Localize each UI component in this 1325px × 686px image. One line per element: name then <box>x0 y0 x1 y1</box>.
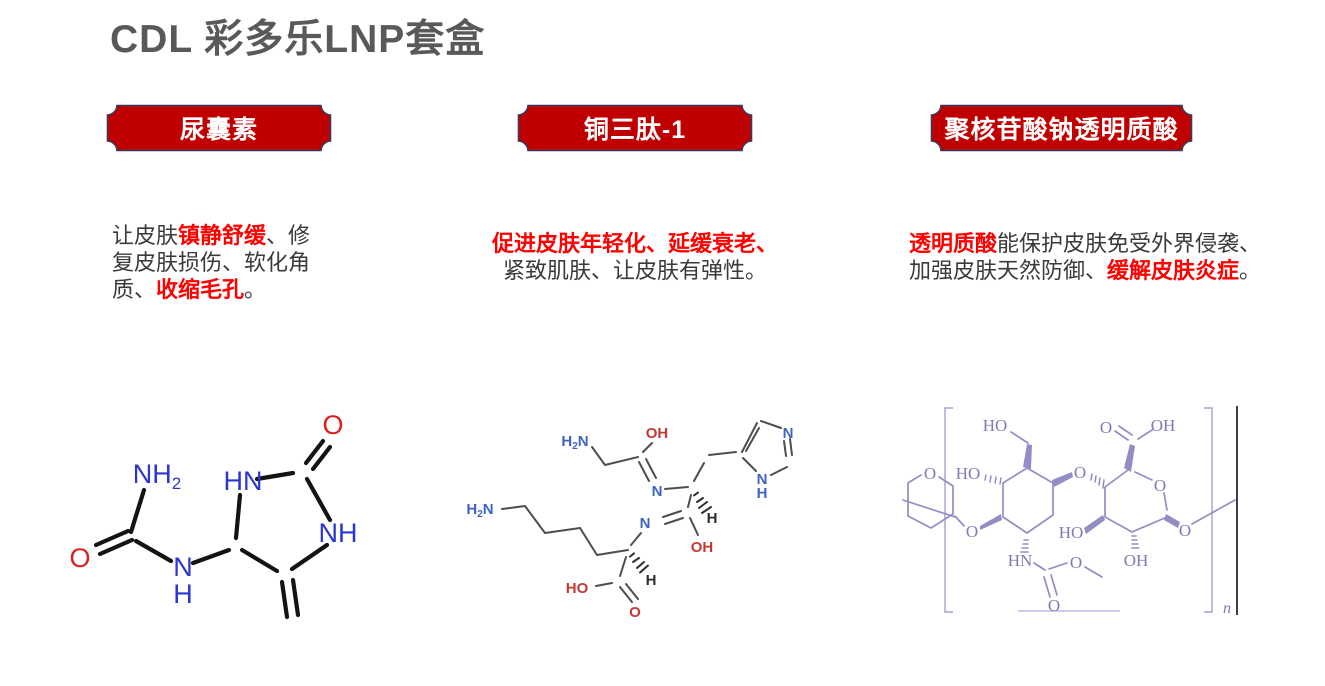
atom-label-oh: OH <box>691 539 714 556</box>
atom-label-ho: HO <box>956 464 981 483</box>
atom-label-nh: NH <box>319 518 358 548</box>
atom-label-n: N <box>640 515 651 532</box>
atom-sub2: 2 <box>572 441 578 452</box>
stereo-hash-bonds <box>629 491 712 574</box>
atom-label-oh: OH <box>646 425 669 442</box>
atom-label-o: O <box>322 410 343 440</box>
atom-label-h2n: H2N <box>466 501 493 520</box>
atom-label-ho: HO <box>983 416 1008 435</box>
desc-highlight: 缓解皮肤炎症 <box>1106 258 1239 283</box>
atom-label-h: H <box>646 572 657 589</box>
atom-label-o: O <box>629 604 641 621</box>
wedge-bonds <box>980 444 1180 534</box>
atom-label-ho: HO <box>566 580 589 597</box>
stereo-hash-bonds <box>984 473 1140 553</box>
banner-label: 尿囊素 <box>179 116 258 144</box>
atom-label-n: N <box>173 552 193 582</box>
bonds <box>93 438 333 620</box>
atom-label-o: O <box>69 543 90 573</box>
atom-label-h: H <box>173 579 193 609</box>
atom-nh: NH <box>133 459 172 489</box>
description-allantoin: 让皮肤镇静舒缓、修 复皮肤损伤、软化角 质、收缩毛孔。 <box>112 222 357 303</box>
desc-text: 紧致肌肤、让皮肤有弹性。 <box>502 258 767 283</box>
atom-h: H <box>561 433 572 450</box>
plaque-shape <box>517 104 753 152</box>
repeat-subscript-n: n <box>1223 600 1231 617</box>
plaque-shape <box>106 104 332 152</box>
left-bracket <box>944 407 953 613</box>
desc-highlight: 促进皮肤年轻化、延缓衰老、 <box>491 231 778 256</box>
allantoin-structure: NH2 O N H HN O NH <box>69 410 358 620</box>
atom-label-n: N <box>757 471 768 488</box>
atom-h: H <box>466 501 477 518</box>
atom-label-hn: HN <box>224 466 263 496</box>
banner-polynucleotide-ha: 聚核苷酸钠透明质酸 <box>930 104 1193 152</box>
atom-label-o: O <box>1154 476 1166 495</box>
atom-label-o: O <box>1100 418 1112 437</box>
atom-label-o: O <box>1074 463 1086 482</box>
atom-n: N <box>483 501 494 518</box>
desc-text: 。 <box>244 277 267 302</box>
atom-label-nh2: NH2 <box>133 459 181 493</box>
atom-label-o: O <box>966 522 978 541</box>
desc-text: 能保护皮肤免受外界侵袭、 <box>997 231 1262 256</box>
atom-label-hn: HN <box>1008 551 1033 570</box>
atom-label-n: N <box>652 483 663 500</box>
desc-highlight: 镇静舒缓 <box>178 223 267 248</box>
bonds <box>501 420 793 603</box>
atom-label-h: H <box>757 485 768 502</box>
desc-highlight: 收缩毛孔 <box>156 277 245 302</box>
hyaluronic-acid-structure: HO O HO O O O OH O HO OH O HN O O n <box>902 406 1238 617</box>
description-copper-tripeptide: 促进皮肤年轻化、延缓衰老、 紧致肌肤、让皮肤有弹性。 <box>455 230 815 284</box>
atom-label-h: H <box>707 510 718 527</box>
desc-text: 质、 <box>112 277 157 302</box>
atom-label-oh: OH <box>1151 416 1176 435</box>
desc-text: 、修 <box>266 223 311 248</box>
page-title: CDL 彩多乐LNP套盒 <box>110 18 486 61</box>
banner-allantoin: 尿囊素 <box>106 104 332 152</box>
description-polynucleotide-ha: 透明质酸能保护皮肤免受外界侵袭、 加强皮肤天然防御、缓解皮肤炎症。 <box>885 230 1285 284</box>
right-bracket <box>1204 407 1213 613</box>
atom-label-o: O <box>1048 596 1060 615</box>
atom-label-ho: HO <box>1059 523 1084 542</box>
atom-sub2: 2 <box>172 474 181 493</box>
atom-label-oh: OH <box>1124 551 1149 570</box>
desc-text: 让皮肤 <box>112 223 179 248</box>
atom-label-o: O <box>924 464 936 483</box>
banner-copper-tripeptide: 铜三肽-1 <box>517 104 753 152</box>
atom-n: N <box>578 433 589 450</box>
desc-highlight: 透明质酸 <box>908 231 997 256</box>
desc-text: 加强皮肤天然防御、 <box>908 258 1107 283</box>
plaque-shape <box>930 104 1193 152</box>
atom-label-n: N <box>783 425 794 442</box>
desc-text: 。 <box>1239 258 1262 283</box>
banner-label: 聚核苷酸钠透明质酸 <box>944 116 1179 144</box>
atom-sub2: 2 <box>477 509 483 520</box>
desc-text: 复皮肤损伤、软化角 <box>112 250 311 275</box>
bonds <box>902 425 1236 598</box>
banner-label: 铜三肽-1 <box>583 116 687 144</box>
atom-label-o: O <box>1070 553 1082 572</box>
atom-label-h2n: H2N <box>561 433 588 452</box>
atom-label-o: O <box>1179 521 1191 540</box>
copper-tripeptide-structure: H2N OH N N N H H N OH H2N HO H O <box>466 420 794 621</box>
